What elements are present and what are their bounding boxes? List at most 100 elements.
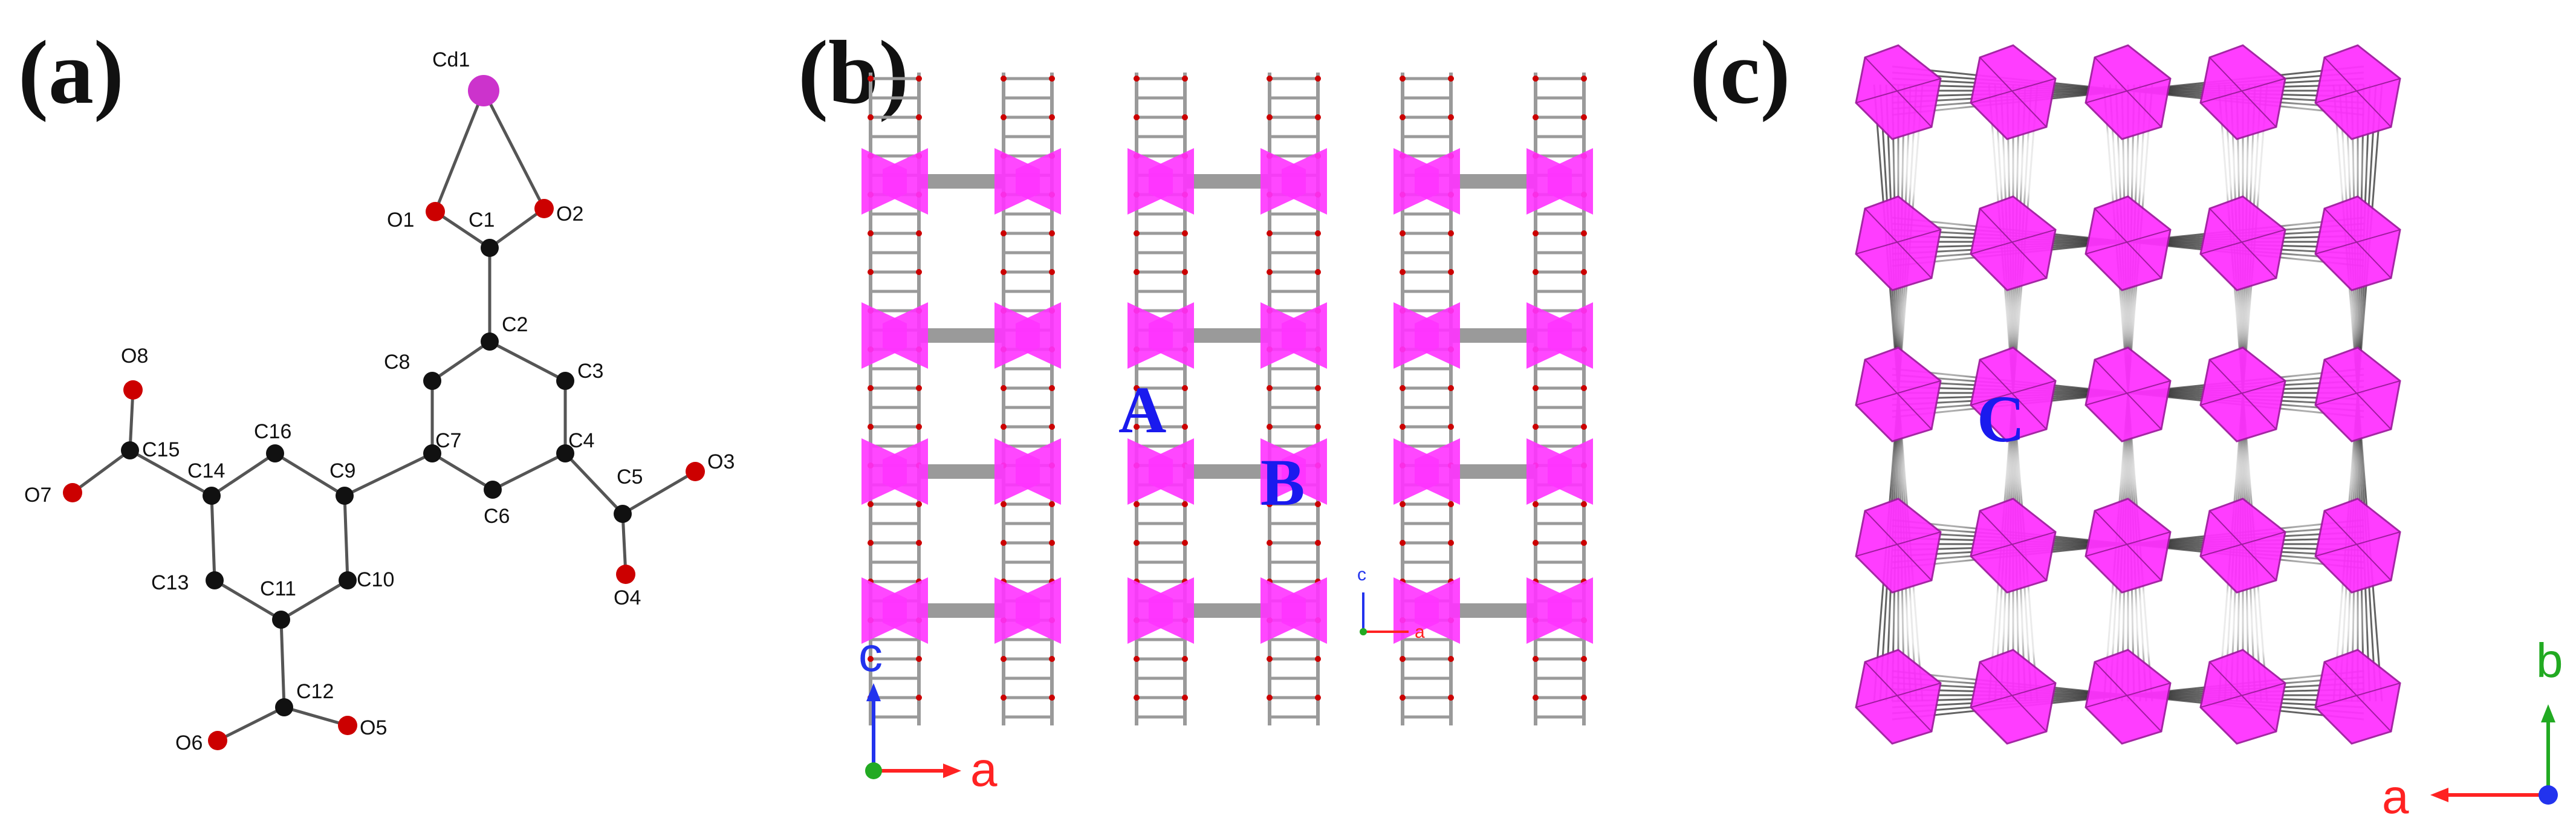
pore-channel [2231,97,2370,236]
atom-label-o2: O2 [556,203,583,225]
polyhedron-edge [1855,229,1941,255]
panel-label-a: (a) [18,22,124,123]
panel-a-asymmetric-unit: (a) [0,0,786,827]
oxygen-dot [916,540,922,546]
polyhedron-edge [2315,78,2401,103]
oxygen-dot [1134,501,1140,507]
oxygen-dot [1049,76,1055,82]
axis-main-a: a [970,742,998,796]
oxygen-dot [1400,424,1406,430]
framework-c-diagram: (c) C b a [1693,22,2563,823]
linker-bar [1185,328,1270,343]
polyhedron-edge [2315,229,2401,255]
polyhedron-edge [2200,380,2286,406]
linker-bar [1185,174,1270,189]
oxygen-dot [1134,424,1140,430]
atom-label-c9: C9 [329,459,355,482]
pore-channel [1886,399,2025,538]
oxygen-dot [1001,114,1007,120]
polyhedron-edge [1970,78,2056,103]
oxygen-dot [1448,501,1454,507]
polyhedron-edge [2094,510,2162,581]
pore-label-c: C [1977,382,2025,456]
cd-polyhedron [1016,302,1061,369]
oxygen-dot [1267,501,1273,507]
oxygen-dot [868,656,874,662]
framework-lattice-c [1855,44,2401,745]
polyhedron-edge [2324,359,2392,430]
oxygen-dot [1134,656,1140,662]
polyhedron-edge [1864,57,1932,128]
oxygen-dot [1400,76,1406,82]
atom-label-o5: O5 [360,716,387,739]
polyhedron-edge [1864,510,1932,581]
axis-main-c: c [858,628,883,681]
pore-channel [2231,399,2370,538]
atom-label-c16: C16 [254,420,291,443]
oxygen-dot [1315,695,1321,701]
oxygen-dot [1400,269,1406,275]
cd-polyhedron [1282,302,1327,369]
polyhedron-edge [2200,531,2286,557]
oxygen-dot [1049,230,1055,236]
oxygen-dot [1533,76,1539,82]
polyhedron-edge [2324,510,2392,581]
polyhedron-edge [2324,208,2392,279]
oxygen-dot [1267,424,1273,430]
polyhedron-edge [2085,229,2171,255]
oxygen-dot [1448,385,1454,391]
oxygen-dot [1315,501,1321,507]
oxygen-dot [1267,230,1273,236]
framework-lattice-b [861,73,1593,725]
atom-label-c3: C3 [577,360,603,383]
oxygen-dot [1001,76,1007,82]
polyhedron-edge [2200,78,2286,103]
atom-label-o3: O3 [707,450,735,473]
oxygen-dot [1001,230,1007,236]
cd-polyhedron [1149,438,1194,505]
linker-bar [919,174,1004,189]
cd-polyhedron [1415,577,1460,644]
axis-small-c: c [1357,565,1366,585]
polyhedron-edge [1855,380,1941,406]
oxygen-dot [916,656,922,662]
bonds [71,89,696,742]
oxygen-dot [1581,501,1587,507]
polyhedron-edge [2094,661,2162,732]
oxygen-dot [1581,656,1587,662]
cd-polyhedron [1282,148,1327,215]
polyhedron-edge [2315,380,2401,406]
oxygen-dot [868,230,874,236]
polyhedron-edge [1970,229,2056,255]
cd-polyhedron [1282,577,1327,644]
cd-polyhedron [1548,302,1593,369]
polyhedron-edge [2209,208,2277,279]
polyhedron-edge [2085,683,2171,708]
atom-label-o1: O1 [387,209,414,232]
oxygen-dot [1533,695,1539,701]
polyhedron-edge [1864,661,1932,732]
oxygen-dot [1315,230,1321,236]
oxygen-dot [1001,540,1007,546]
polyhedron-edge [1979,208,2047,279]
polyhedron-edge [2324,661,2392,732]
axis-small-a: a [1415,622,1425,642]
oxygen-dot [1182,540,1188,546]
oxygen-dot [868,76,874,82]
oxygen-dot [916,230,922,236]
cd-polyhedron [1149,302,1194,369]
oxygen-dot [1049,540,1055,546]
polyhedron-edge [1970,531,2056,557]
oxygen-dot [1448,424,1454,430]
atom-label-o7: O7 [24,484,51,507]
oxygen-dot [868,114,874,120]
cd-polyhedron [1149,148,1194,215]
polyhedron-edge [2085,78,2171,103]
polyhedron-edge [2315,683,2401,708]
oxygen-dot [1400,114,1406,120]
polyhedron-edge [1864,359,1932,430]
atom-label-c4: C4 [568,429,594,452]
oxygen-dot [1134,269,1140,275]
oxygen-dot [916,114,922,120]
oxygen-dot [1267,269,1273,275]
